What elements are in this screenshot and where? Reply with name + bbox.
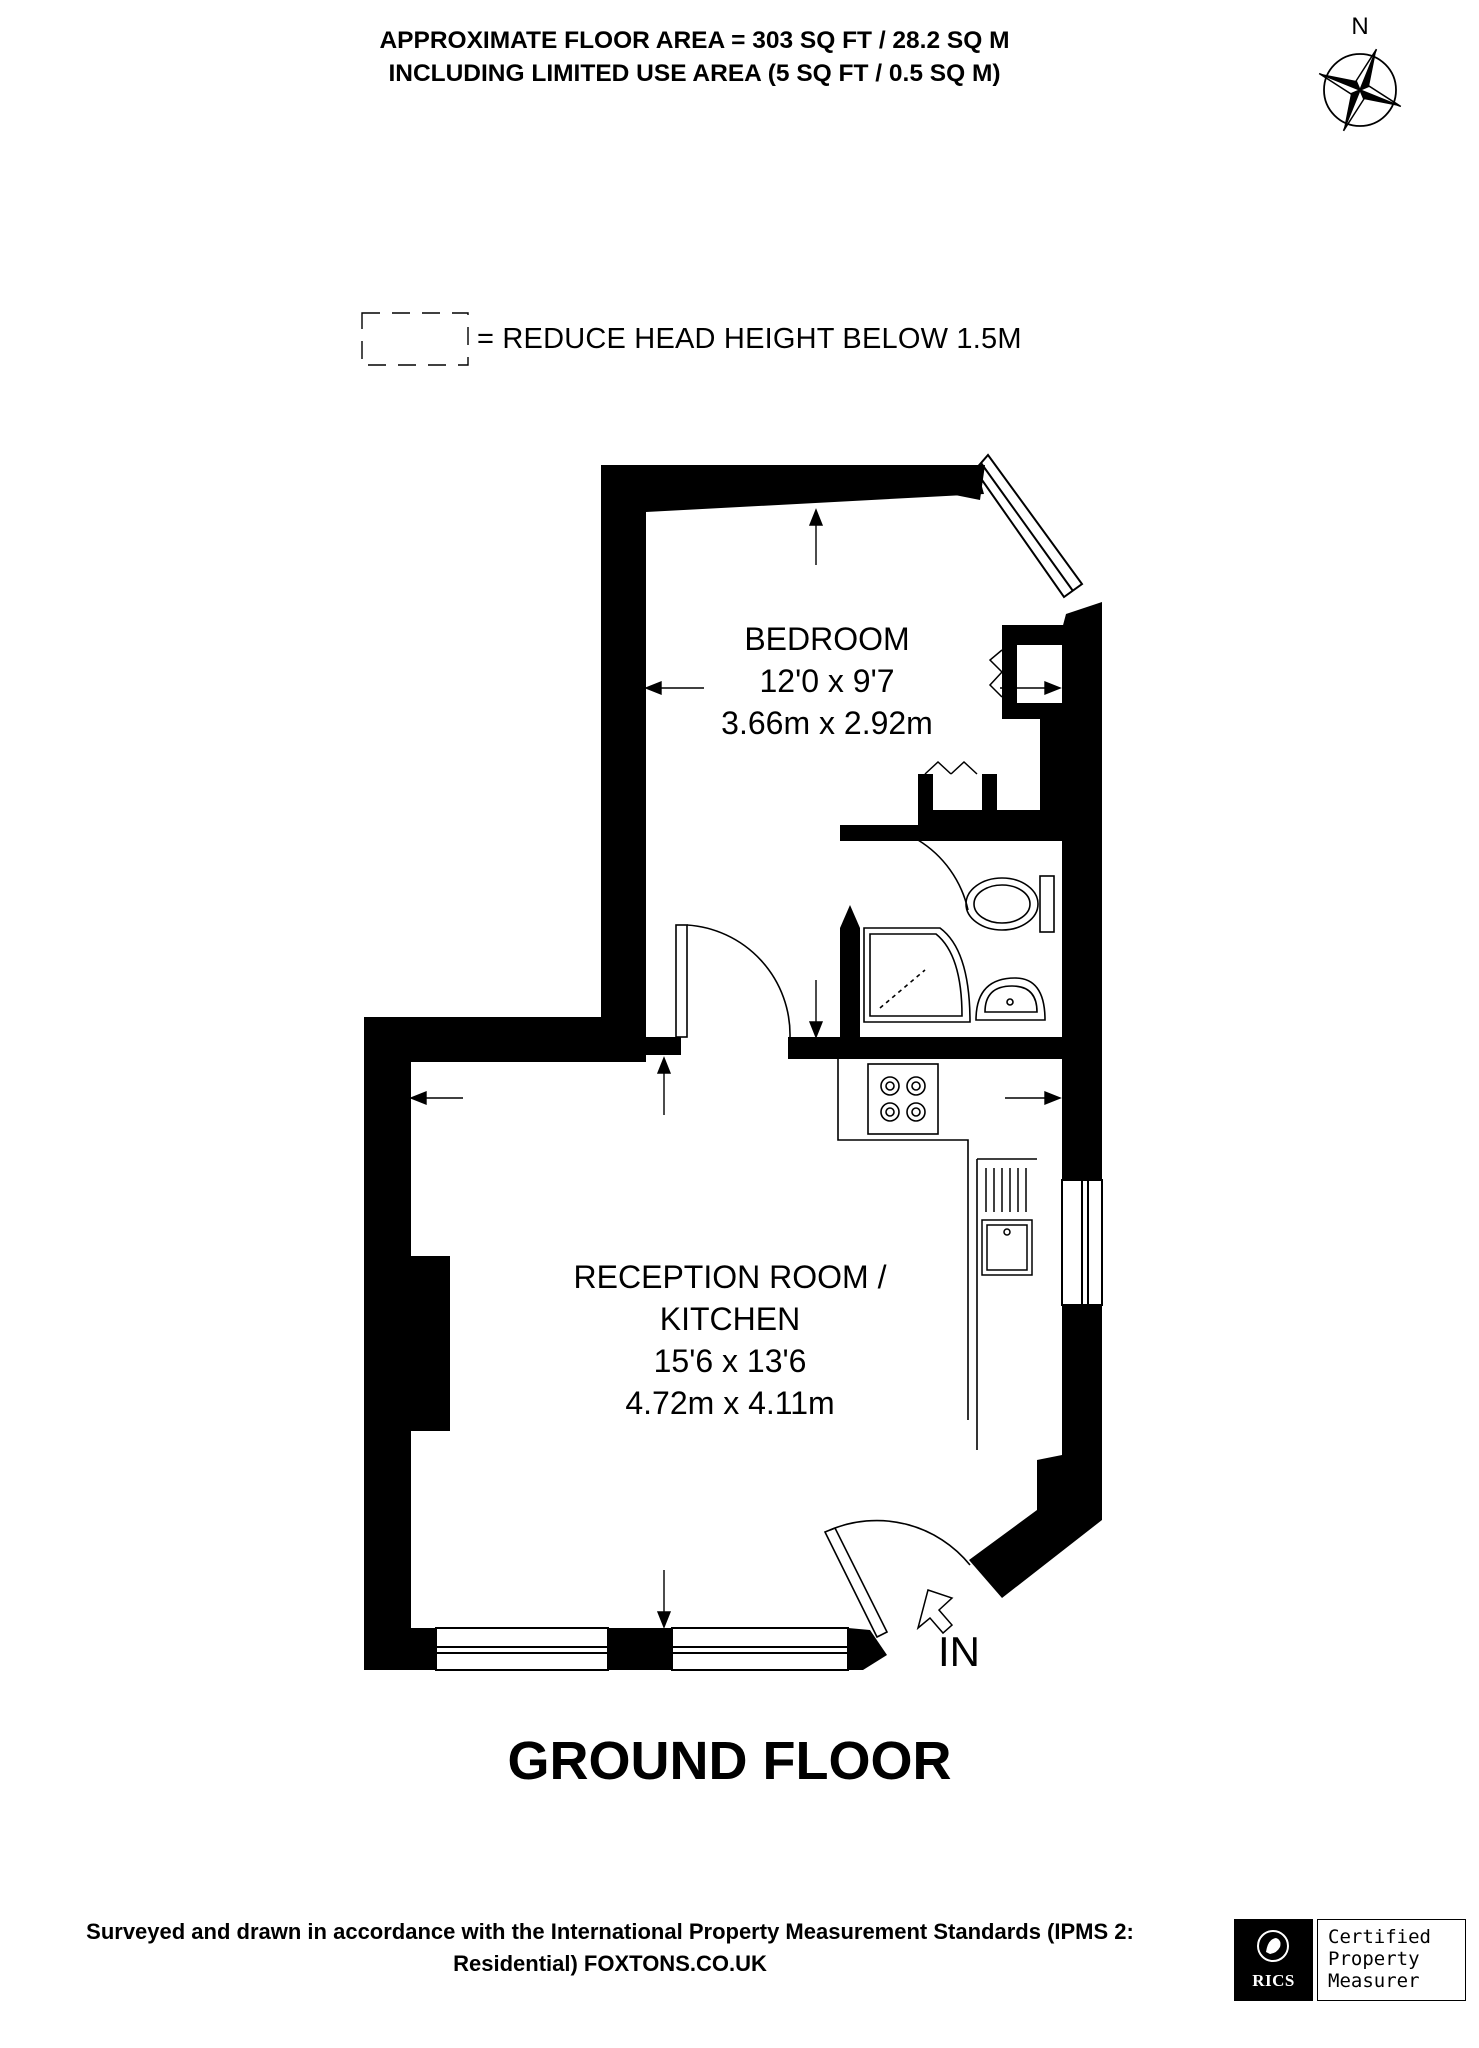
bedroom-metric-size: 3.66m x 2.92m [721,705,933,741]
entrance-arrow-icon [916,1589,954,1635]
kitchen-sink [981,1168,1033,1276]
floor-area-header: APPROXIMATE FLOOR AREA = 303 SQ FT / 28.… [0,24,1479,90]
toilet [965,875,1055,933]
front-windows [435,1627,849,1671]
entrance-label: IN [938,1628,980,1675]
survey-footer: Surveyed and drawn in accordance with th… [0,1916,1220,1980]
bedroom-label: BEDROOM 12'0 x 9'7 3.66m x 2.92m [686,618,968,744]
footer-line2: Residential) FOXTONS.CO.UK [453,1951,767,1976]
dimension-arrows [409,508,1062,1629]
badge-line1: Certified [1328,1926,1431,1948]
badge-line3: Measurer [1328,1970,1420,1992]
limited-use-area-line: INCLUDING LIMITED USE AREA (5 SQ FT / 0.… [388,60,1001,87]
reception-label: RECEPTION ROOM / KITCHEN 15'6 x 13'6 4.7… [520,1256,940,1424]
floor-title: GROUND FLOOR [507,1731,952,1791]
certified-measurer-box: Certified Property Measurer [1317,1919,1466,2001]
bedroom-name: BEDROOM [744,621,910,657]
walls [364,465,1102,1670]
footer-line1: Surveyed and drawn in accordance with th… [86,1919,1134,1944]
reception-imperial-size: 15'6 x 13'6 [653,1343,807,1379]
shower [863,927,971,1023]
north-compass-icon: N [1316,12,1406,132]
compass-north-label: N [1351,13,1368,40]
bedroom-door [675,924,791,1038]
bathroom-door [917,839,969,911]
badge-line2: Property [1328,1948,1420,1970]
reception-name-line2: KITCHEN [659,1301,801,1337]
entrance-door [823,1519,971,1639]
wardrobes [924,649,1003,775]
bedroom-imperial-size: 12'0 x 9'7 [759,663,895,699]
bathroom-basin [975,977,1046,1021]
floor-area-line: APPROXIMATE FLOOR AREA = 303 SQ FT / 28.… [379,27,1010,54]
rics-logo-text: RICS [1252,1971,1295,1990]
reception-name-line1: RECEPTION ROOM / [573,1259,887,1295]
legend-text: = REDUCE HEAD HEIGHT BELOW 1.5M [477,323,1022,355]
kitchen-window [1061,1179,1103,1306]
kitchen-counter [837,1059,1037,1450]
bedroom-window [973,453,1084,599]
lion-crest-icon [1257,1930,1289,1962]
rics-logo: RICS [1234,1919,1313,2001]
dashed-area-icon [361,312,469,366]
rics-badge: RICS Certified Property Measurer [1234,1919,1466,2001]
reception-metric-size: 4.72m x 4.11m [625,1385,835,1421]
hob [867,1063,939,1135]
